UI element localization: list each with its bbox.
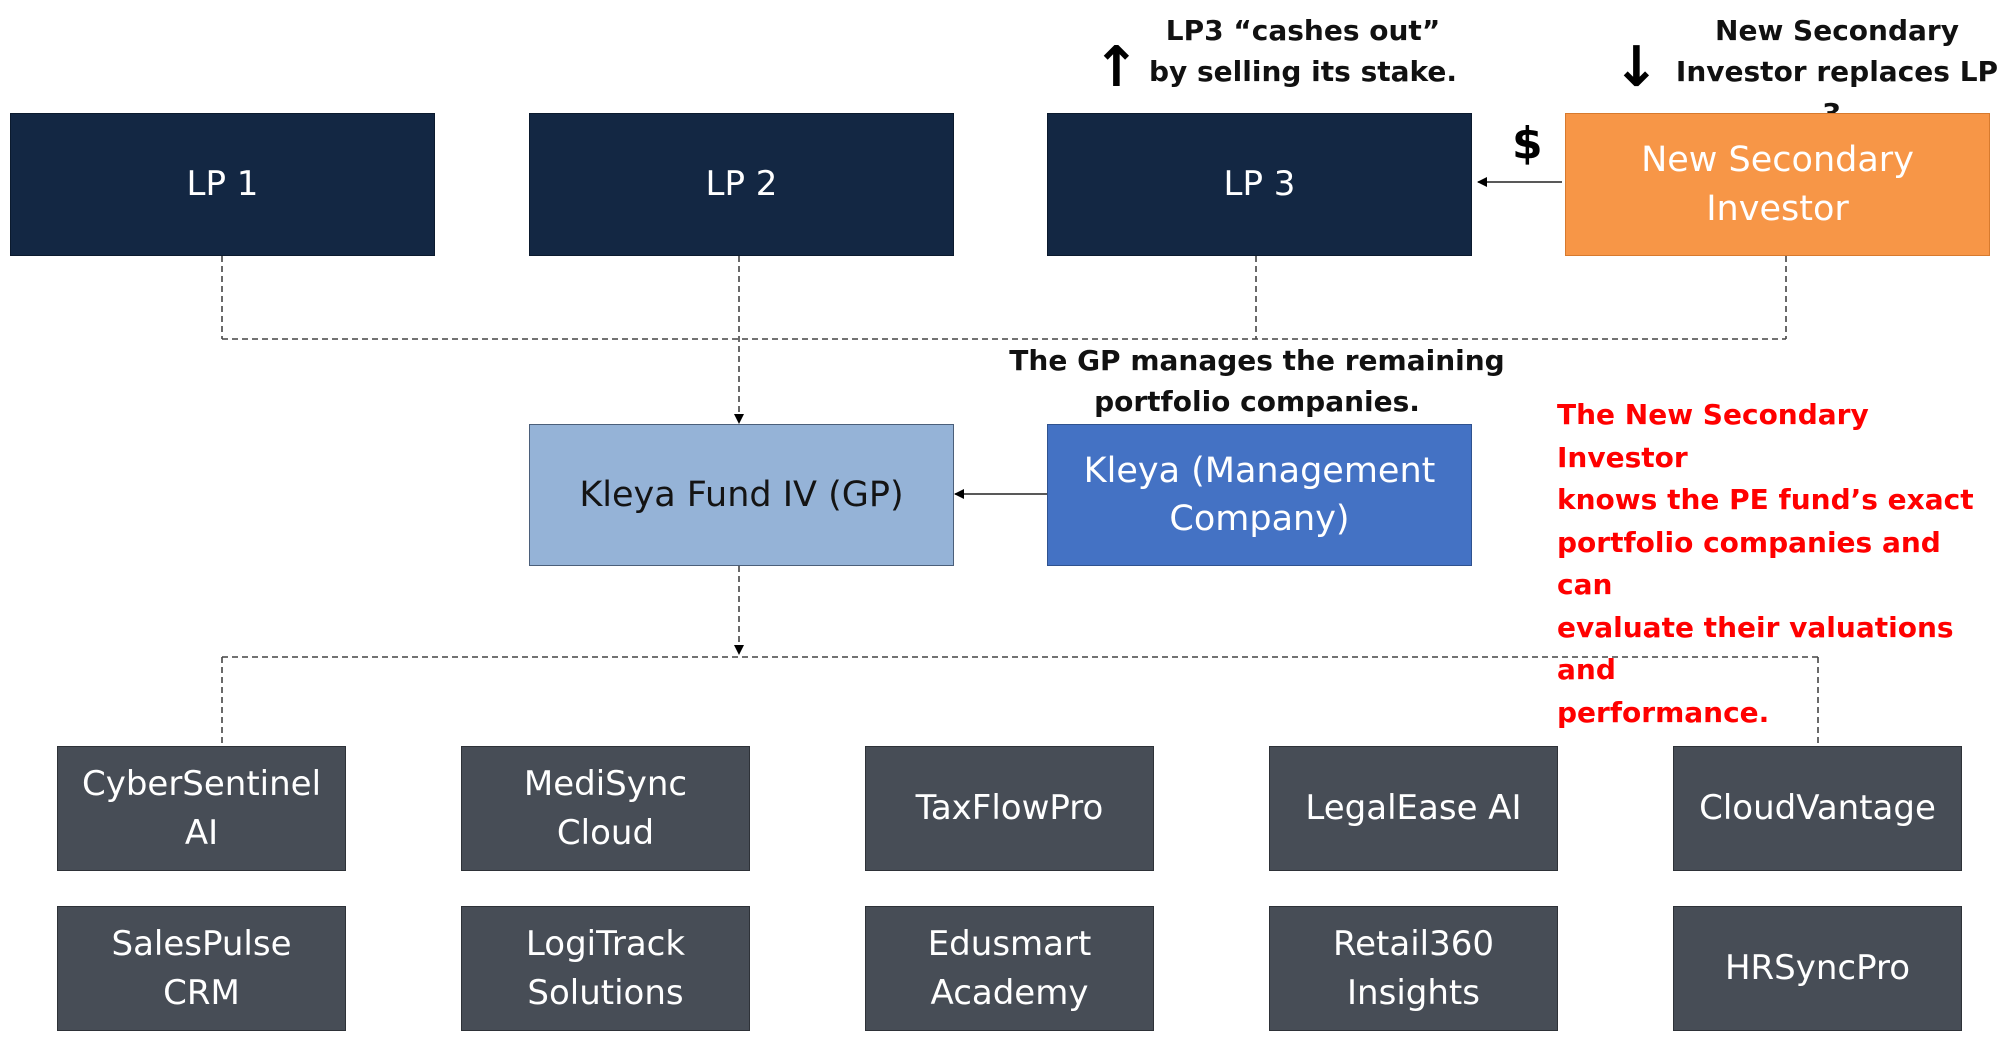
company-box-legalease-ai: LegalEase AI bbox=[1269, 746, 1558, 871]
company-box-edusmart-academy: Edusmart Academy bbox=[865, 906, 1154, 1031]
new-investor-replaces-note: New Secondary Investor replaces LP 3. bbox=[1675, 14, 1999, 130]
company-box-logitrack-solutions: LogiTrack Solutions bbox=[461, 906, 750, 1031]
company-box-cybersentinel-ai: CyberSentinel AI bbox=[57, 746, 346, 871]
secondary-investor-insight-note: The New Secondary Investor knows the PE … bbox=[1557, 398, 1974, 729]
company-box-cloudvantage: CloudVantage bbox=[1673, 746, 1962, 871]
gp-manages-note: The GP manages the remaining portfolio c… bbox=[1009, 344, 1505, 419]
kleya-management-company-box: Kleya (Management Company) bbox=[1047, 424, 1472, 566]
new-secondary-investor-box: New Secondary Investor bbox=[1565, 113, 1990, 256]
lp-2-box: LP 2 bbox=[529, 113, 954, 256]
company-box-hrsyncpro: HRSyncPro bbox=[1673, 906, 1962, 1031]
company-box-retail360-insights: Retail360 Insights bbox=[1269, 906, 1558, 1031]
company-box-taxflowpro: TaxFlowPro bbox=[865, 746, 1154, 871]
lp3-cash-out-note: LP3 “cashes out” by selling its stake. bbox=[1148, 14, 1458, 89]
down-arrow-icon: ↓ bbox=[1613, 35, 1660, 100]
lp-3-box: LP 3 bbox=[1047, 113, 1472, 256]
up-arrow-icon: ↑ bbox=[1093, 35, 1140, 100]
company-box-salespulse-crm: SalesPulse CRM bbox=[57, 906, 346, 1031]
kleya-fund-iv-box: Kleya Fund IV (GP) bbox=[529, 424, 954, 566]
lp-1-box: LP 1 bbox=[10, 113, 435, 256]
company-box-medisync-cloud: MediSync Cloud bbox=[461, 746, 750, 871]
dollar-icon: $ bbox=[1512, 118, 1543, 169]
